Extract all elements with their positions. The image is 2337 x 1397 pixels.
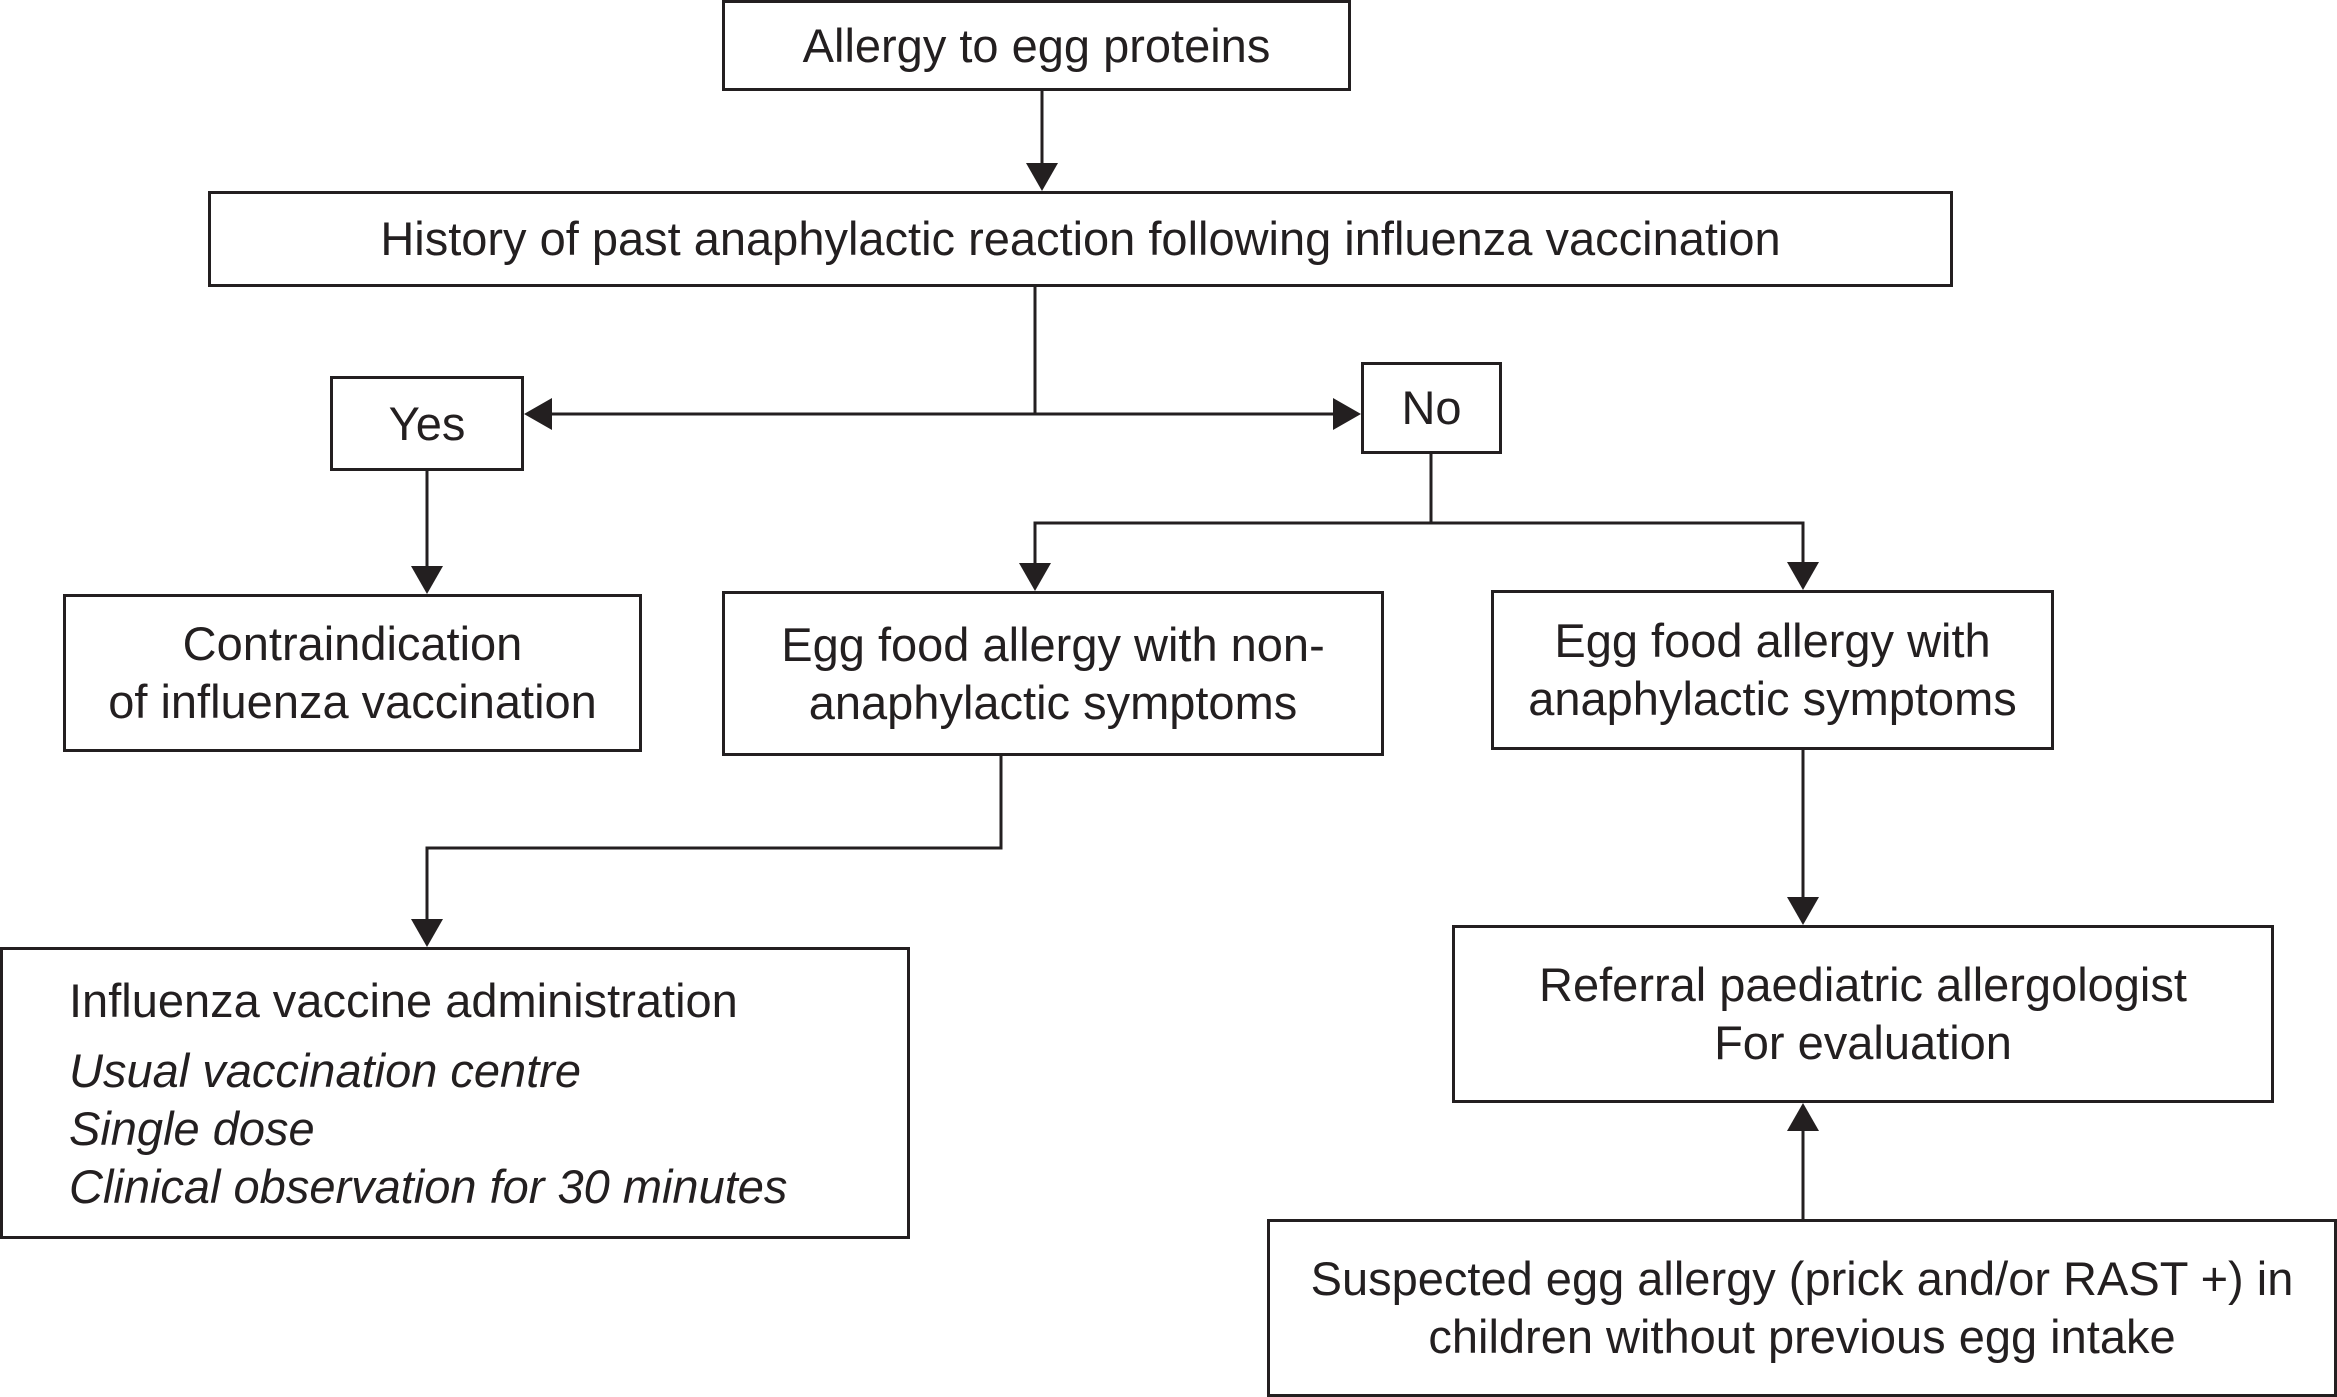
- administration-item: Clinical observation for 30 minutes: [69, 1160, 788, 1213]
- referral-line1: Referral paediatric allergologist: [1539, 958, 2187, 1011]
- administration-item: Single dose: [69, 1102, 315, 1155]
- anaphylactic-line1: Egg food allergy with: [1554, 614, 1991, 667]
- administration-title: Influenza vaccine administration: [69, 974, 738, 1027]
- connector-no-branches: [1033, 454, 1433, 566]
- non-anaphylactic-line1: Egg food allergy with non-: [781, 617, 1325, 671]
- anaphylactic-box: Egg food allergy with anaphylactic sympt…: [1491, 590, 2054, 750]
- referral-box: Referral paediatric allergologist For ev…: [1452, 925, 2274, 1103]
- yes-label: Yes: [388, 396, 466, 450]
- arrowhead-ana: [1787, 562, 1819, 590]
- no-label: No: [1401, 381, 1462, 434]
- allergy-label: Allergy to egg proteins: [802, 18, 1271, 72]
- connector-nonana-admin: [425, 756, 1003, 920]
- referral-line2: For evaluation: [1714, 1016, 2012, 1069]
- suspected-box: Suspected egg allergy (prick and/or RAST…: [1267, 1219, 2337, 1397]
- suspected-line1: Suspected egg allergy (prick and/or RAST…: [1310, 1252, 2294, 1305]
- arrowhead-yes: [524, 398, 552, 430]
- history-box: History of past anaphylactic reaction fo…: [208, 191, 1953, 287]
- arrowhead-no: [1333, 398, 1361, 430]
- no-box: No: [1361, 362, 1502, 454]
- yes-box: Yes: [330, 376, 524, 471]
- suspected-line2: children without previous egg intake: [1428, 1310, 2176, 1363]
- non-anaphylactic-line2: anaphylactic symptoms: [808, 675, 1298, 729]
- contraindication-box: Contraindication of influenza vaccinatio…: [63, 594, 642, 752]
- connector-no-anaphylactic: [1431, 521, 1805, 564]
- allergy-box: Allergy to egg proteins: [722, 0, 1351, 91]
- contraindication-line2: of influenza vaccination: [108, 675, 597, 728]
- arrowhead-admin: [411, 919, 443, 947]
- anaphylactic-line2: anaphylactic symptoms: [1528, 672, 2017, 725]
- arrowhead-nonana: [1019, 563, 1051, 591]
- arrowhead-contra: [411, 566, 443, 594]
- arrowhead-history: [1026, 163, 1058, 191]
- arrowhead-suspected: [1787, 1103, 1819, 1131]
- non-anaphylactic-box: Egg food allergy with non- anaphylactic …: [722, 591, 1384, 756]
- administration-item: Usual vaccination centre: [69, 1044, 582, 1097]
- administration-box: Influenza vaccine administration Usual v…: [0, 947, 910, 1239]
- history-label: History of past anaphylactic reaction fo…: [380, 212, 1781, 265]
- arrowhead-referral: [1787, 897, 1819, 925]
- contraindication-line1: Contraindication: [182, 617, 523, 670]
